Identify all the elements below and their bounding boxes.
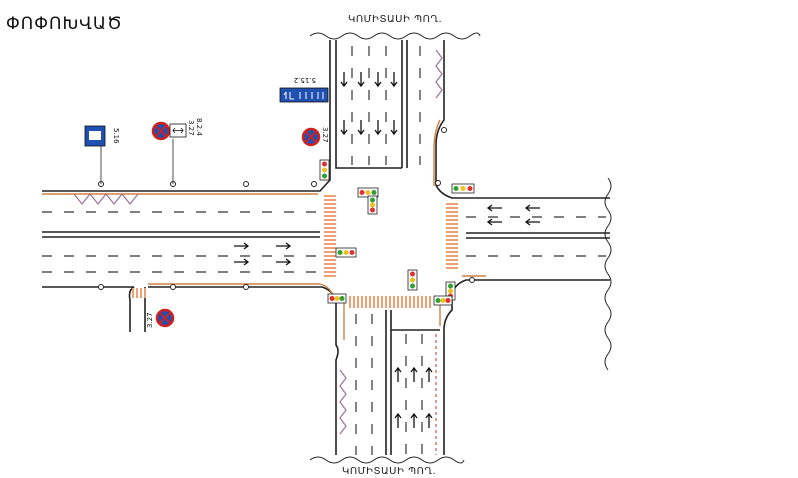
traffic-light-center-w bbox=[335, 247, 357, 258]
lane-arrows bbox=[234, 72, 540, 428]
crosswalks bbox=[132, 195, 458, 308]
no-stopping-code-nw: 3.27 bbox=[321, 127, 329, 143]
no-stopping-code-sw: 3.27 bbox=[146, 312, 154, 328]
north-road-right-edge bbox=[435, 40, 610, 199]
plate-code-lower: 8.2.4 bbox=[195, 118, 203, 136]
zigzag-north bbox=[435, 49, 443, 99]
pole bbox=[311, 181, 317, 187]
west-road-top-edge bbox=[42, 40, 331, 192]
zigzag-markings bbox=[73, 49, 443, 435]
lane-markings bbox=[42, 46, 606, 455]
lane-direction-sign: 5.15.2 bbox=[279, 76, 329, 103]
curb-north-right bbox=[433, 119, 441, 186]
traffic-light-se2 bbox=[433, 295, 453, 306]
pole bbox=[243, 284, 249, 290]
north-inner-left bbox=[335, 40, 402, 169]
north-arrows-row2 bbox=[340, 120, 398, 136]
bus-stop-sign-code: 5.16 bbox=[112, 128, 120, 144]
traffic-lights bbox=[319, 159, 475, 306]
pole bbox=[469, 277, 475, 283]
zigzag-south bbox=[339, 369, 347, 435]
crosswalk-sw bbox=[132, 288, 146, 298]
east-road-bottom-edge bbox=[451, 279, 610, 299]
no-stopping-sign-sw: 3.27 bbox=[146, 308, 175, 328]
east-arrows bbox=[486, 204, 540, 226]
crosswalk-east bbox=[446, 203, 458, 269]
curbs bbox=[42, 119, 486, 340]
break-south bbox=[309, 456, 465, 464]
south-arrows-row1 bbox=[394, 366, 433, 382]
break-lines bbox=[309, 32, 612, 464]
pole bbox=[98, 284, 104, 290]
south-road-right-edge bbox=[443, 298, 453, 455]
pole bbox=[170, 284, 176, 290]
traffic-light-nw bbox=[319, 159, 330, 181]
north-street-name: ԿՈՄԻՏԱՍԻ ՊՈՂ. bbox=[348, 14, 442, 25]
poles bbox=[98, 127, 475, 290]
west-road-bottom-edge bbox=[42, 286, 135, 332]
zigzag-west bbox=[73, 193, 139, 205]
no-stopping-sign-nw: 3.27 bbox=[301, 127, 329, 147]
south-street-name: ԿՈՄԻՏԱՍԻ ՊՈՂ. bbox=[342, 466, 436, 477]
west-road-bottom-edge-3 bbox=[148, 286, 339, 455]
break-north bbox=[309, 32, 481, 40]
plate-code-upper: 3.27 bbox=[187, 120, 195, 136]
crosswalk-west bbox=[324, 195, 336, 277]
lane-direction-sign-code: 5.15.2 bbox=[294, 76, 316, 84]
traffic-light-center-s bbox=[407, 269, 418, 291]
traffic-light-center-n2 bbox=[367, 195, 378, 215]
diagram-title: ՓՈՓՈԽՎԱԾ bbox=[6, 14, 123, 34]
traffic-light-sw bbox=[327, 293, 347, 304]
pole bbox=[243, 181, 249, 187]
north-arrows-row1 bbox=[340, 72, 398, 88]
no-stopping-sign-with-plate: 3.27 8.2.4 bbox=[151, 118, 203, 184]
pole bbox=[441, 127, 447, 133]
bus-stop-sign: 5.16 bbox=[84, 125, 120, 184]
pole bbox=[435, 180, 441, 186]
break-east bbox=[604, 177, 612, 371]
traffic-light-ne bbox=[451, 183, 475, 194]
crosswalk-south bbox=[349, 296, 431, 308]
west-arrows bbox=[234, 242, 292, 266]
south-arrows-row2 bbox=[394, 412, 433, 428]
